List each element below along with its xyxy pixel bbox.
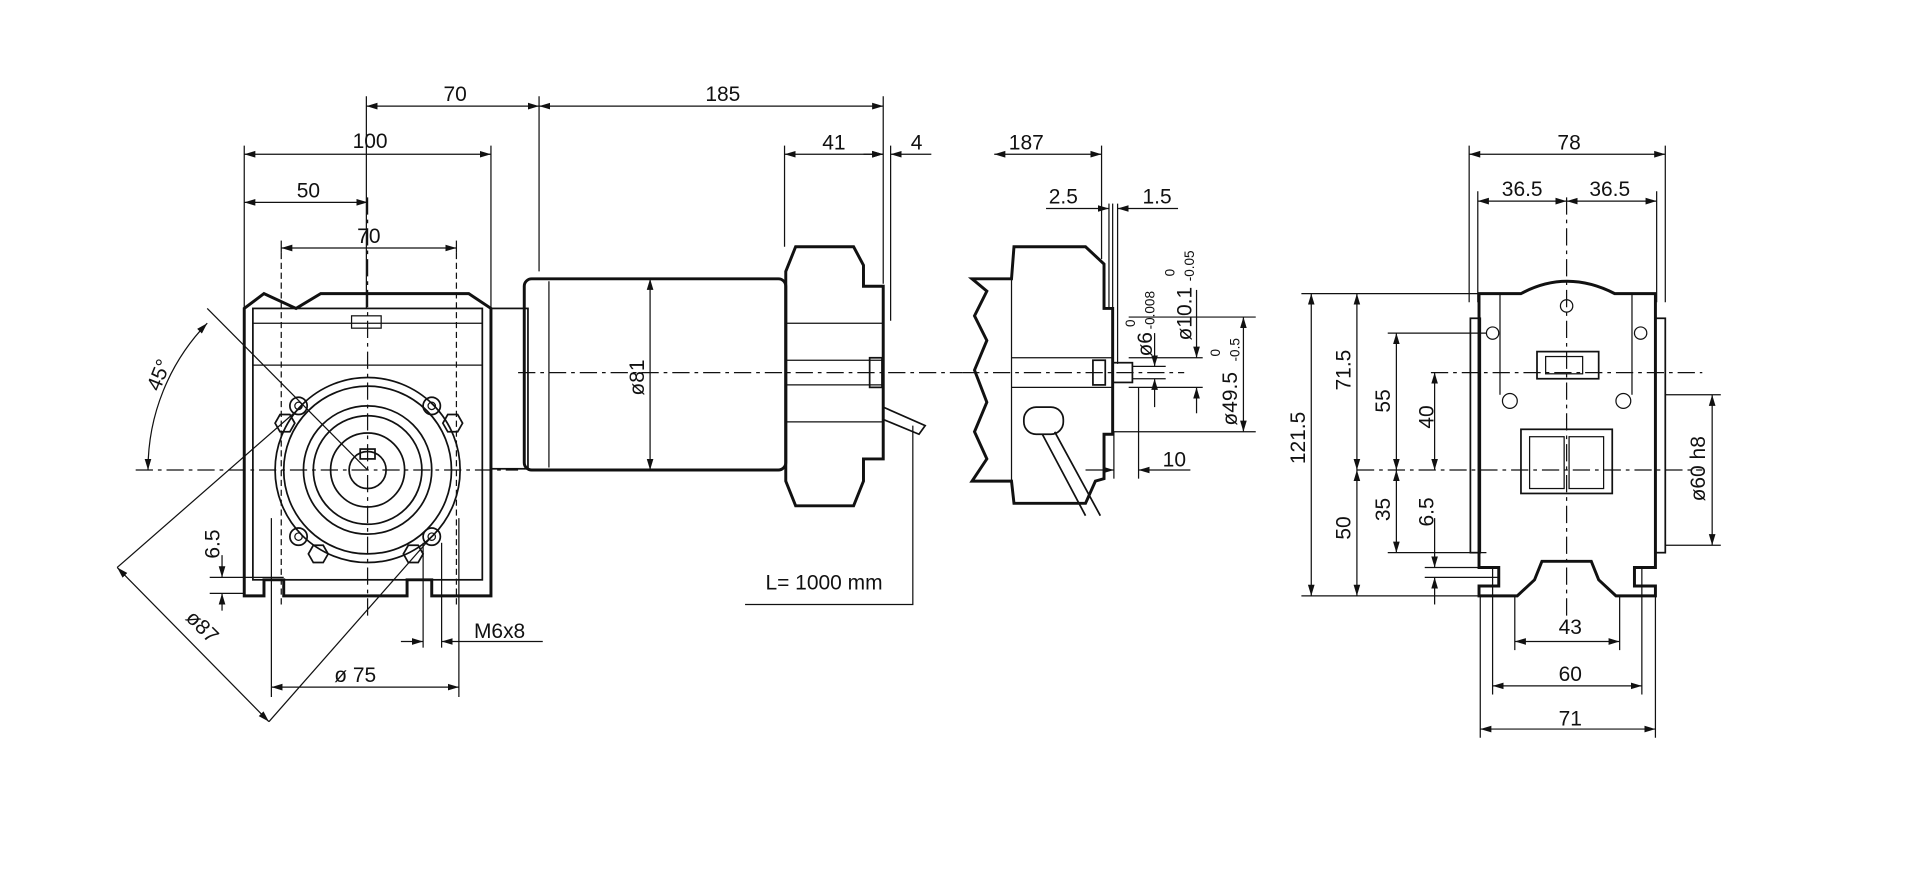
- tolerance-upper: 0: [1162, 269, 1177, 277]
- tolerance-upper: 0: [1123, 319, 1138, 327]
- dim-label: ø49.5: [1219, 372, 1242, 426]
- dim-label: 50: [297, 179, 320, 202]
- dim-label: ø10.1: [1174, 287, 1197, 341]
- dimension-labels: 70 185 100 41 4 50 70 45° 6.5 ø87 M6x8 ø…: [143, 83, 1710, 730]
- dim-label: 2.5: [1049, 186, 1078, 209]
- dim-label: ø 75: [334, 664, 376, 687]
- dim-label: ø87: [181, 606, 223, 648]
- dim-label: 187: [1009, 131, 1044, 154]
- thread-label: M6x8: [474, 620, 525, 643]
- dim-label: 41: [822, 131, 845, 154]
- dim-label: 4: [911, 131, 923, 154]
- dim-label: 121.5: [1287, 412, 1310, 464]
- dim-label: ø81: [626, 359, 649, 395]
- dim-label: 50: [1333, 516, 1356, 539]
- dim-label: 71.5: [1333, 350, 1356, 391]
- dim-label: 60: [1559, 663, 1582, 686]
- dim-label: 70: [357, 225, 380, 248]
- dia-49-5-label: ø49.5 0 -0.5: [1208, 338, 1243, 425]
- motor-end-view: [962, 245, 1185, 517]
- angle-label: 45°: [143, 356, 176, 394]
- dim-label: 10: [1163, 448, 1186, 471]
- tolerance-upper: 0: [1208, 349, 1223, 357]
- dim-label: 55: [1372, 389, 1395, 412]
- dim-label: 43: [1559, 616, 1582, 639]
- dim-label: 1.5: [1142, 186, 1171, 209]
- bolt-holes: [274, 396, 464, 564]
- dim-label: 36.5: [1589, 178, 1630, 201]
- motor-side-view: [490, 245, 963, 508]
- tolerance-lower: -0.5: [1228, 338, 1243, 361]
- dim-label: ø6: [1134, 332, 1157, 356]
- cable-length-label: L= 1000 mm: [765, 572, 882, 595]
- dim-label: 36.5: [1502, 178, 1543, 201]
- dim-label: 100: [353, 130, 388, 153]
- dia-6-label: ø6 0 -0.008: [1123, 291, 1158, 357]
- dim-label: 35: [1372, 498, 1395, 521]
- dim-label: 6.5: [202, 529, 225, 558]
- dim-label: 70: [444, 83, 467, 106]
- dimension-lines: [116, 96, 1721, 738]
- dim-label: 78: [1557, 131, 1580, 154]
- dim-label: 40: [1415, 405, 1438, 428]
- gearbox-front-view: [135, 197, 519, 617]
- dia-10-1-label: ø10.1 0 -0.05: [1162, 250, 1197, 340]
- dim-label: 185: [705, 83, 740, 106]
- dim-label: 71: [1559, 707, 1582, 730]
- dim-label: ø60 h8: [1687, 436, 1710, 501]
- gearbox-side-view: [1356, 197, 1703, 617]
- tolerance-lower: -0.05: [1182, 250, 1197, 281]
- tolerance-lower: -0.008: [1143, 291, 1158, 329]
- dim-label: 6.5: [1415, 497, 1438, 526]
